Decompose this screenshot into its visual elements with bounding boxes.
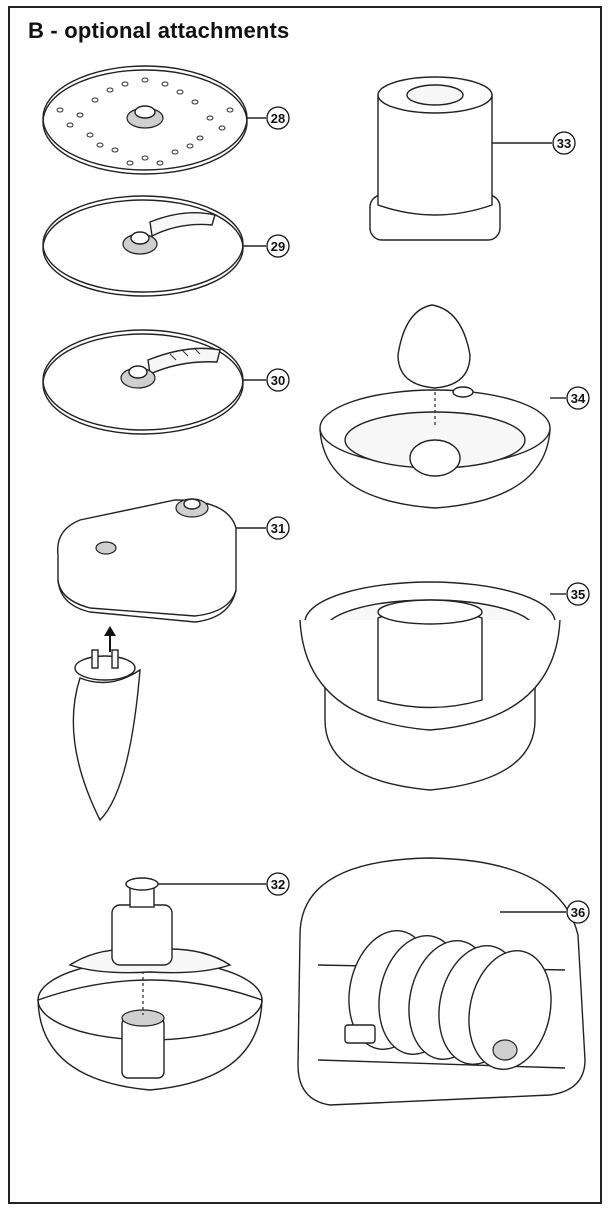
slicing-disc-thin-icon — [42, 329, 266, 435]
svg-text:31: 31 — [271, 521, 285, 536]
juicer-attachment-icon — [299, 581, 566, 791]
slicing-disc-icon — [42, 195, 266, 297]
callout-28: 28 — [266, 106, 290, 130]
callout-29: 29 — [266, 234, 290, 258]
callout-33: 33 — [552, 131, 576, 155]
grating-disc-icon — [42, 65, 266, 175]
figure-frame — [8, 6, 602, 1204]
grinder-attachment-icon — [369, 76, 552, 241]
whipping-attachment-icon — [56, 498, 266, 822]
svg-text:30: 30 — [271, 373, 285, 388]
citrus-press-icon — [319, 304, 566, 509]
callout-34: 34 — [566, 386, 590, 410]
callout-35: 35 — [566, 582, 590, 606]
callout-36: 36 — [566, 900, 590, 924]
svg-text:28: 28 — [271, 111, 285, 126]
callout-32: 32 — [266, 872, 290, 896]
svg-text:35: 35 — [571, 587, 585, 602]
figure-title: B - optional attachments — [28, 18, 290, 43]
svg-text:33: 33 — [557, 136, 571, 151]
disc-storage-box-icon — [297, 857, 586, 1106]
callout-31: 31 — [266, 516, 290, 540]
svg-text:34: 34 — [571, 391, 586, 406]
callout-30: 30 — [266, 368, 290, 392]
svg-text:32: 32 — [271, 877, 285, 892]
chopper-bowl-icon — [37, 877, 266, 1091]
svg-text:36: 36 — [571, 905, 585, 920]
svg-text:29: 29 — [271, 239, 285, 254]
